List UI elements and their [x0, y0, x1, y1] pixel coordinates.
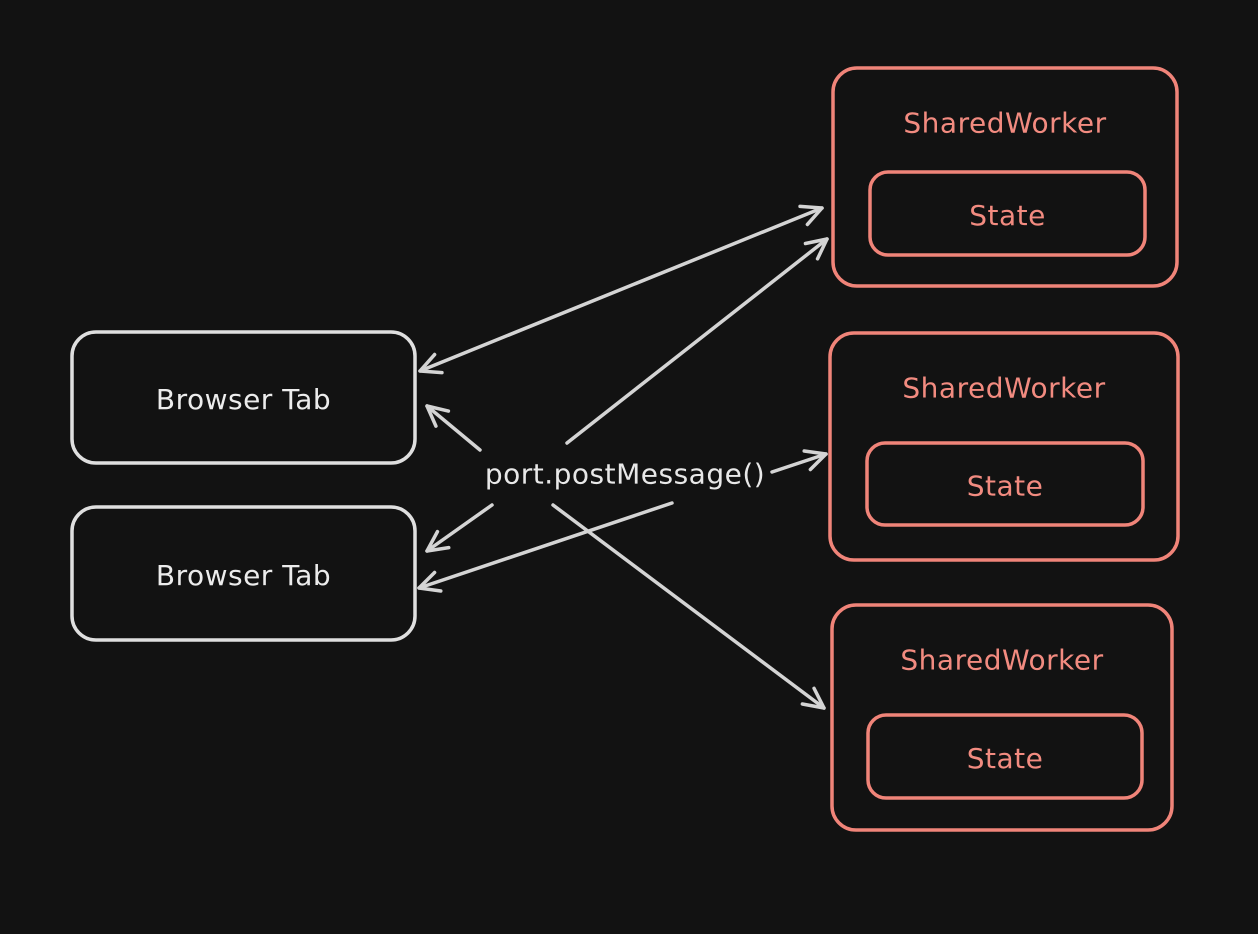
edge-line-label-to-tab1[interactable]: [425, 404, 482, 452]
node-box-browser-tab-1[interactable]: [70, 330, 417, 465]
edge-label-to-tab2-upper[interactable]: [425, 503, 494, 553]
edge-label-to-tab1[interactable]: [425, 404, 482, 452]
edge-label-to-tab2-lower[interactable]: [417, 501, 674, 593]
arrowhead-icon: [425, 529, 451, 553]
edge-line-label-to-worker3[interactable]: [551, 503, 826, 710]
edge-line-label-to-tab2-upper[interactable]: [425, 503, 494, 553]
node-label-browser-tab-2: Browser Tab: [156, 559, 331, 592]
node-label-shared-worker-1: SharedWorker: [903, 107, 1106, 140]
state-box-shared-worker-1[interactable]: [868, 170, 1147, 257]
node-box-shared-worker-3[interactable]: [830, 603, 1174, 832]
state-label-shared-worker-2: State: [967, 470, 1044, 503]
node-box-browser-tab-2[interactable]: [70, 505, 417, 642]
edge-worker1-tab1[interactable]: [418, 204, 824, 375]
arrowhead-icon: [425, 404, 451, 428]
node-browser-tab-1[interactable]: Browser Tab: [70, 330, 417, 465]
edge-label-to-worker2[interactable]: [770, 449, 828, 474]
arrowhead-icon: [418, 352, 444, 375]
edge-label-to-worker1[interactable]: [565, 237, 829, 445]
edge-label-to-worker3[interactable]: [551, 503, 826, 710]
node-label-browser-tab-1: Browser Tab: [156, 383, 331, 416]
edge-line-worker1-tab1[interactable]: [418, 206, 824, 373]
arrowhead-icon: [417, 570, 443, 593]
edge-line-label-to-worker1[interactable]: [565, 237, 829, 445]
arrowhead-icon: [800, 686, 826, 710]
node-label-shared-worker-2: SharedWorker: [902, 372, 1105, 405]
arrowhead-icon: [802, 449, 828, 472]
state-box-shared-worker-2[interactable]: [865, 441, 1145, 527]
state-label-shared-worker-1: State: [969, 199, 1046, 232]
node-browser-tab-2[interactable]: Browser Tab: [70, 505, 417, 642]
node-label-shared-worker-3: SharedWorker: [900, 644, 1103, 677]
edge-line-label-to-tab2-lower[interactable]: [417, 501, 674, 590]
state-box-shared-worker-3[interactable]: [866, 713, 1144, 800]
node-box-shared-worker-1[interactable]: [831, 66, 1179, 288]
arrowhead-icon: [803, 237, 829, 261]
node-box-shared-worker-2[interactable]: [828, 331, 1180, 562]
state-label-shared-worker-3: State: [967, 742, 1044, 775]
edge-line-label-to-worker2[interactable]: [770, 452, 828, 474]
arrowhead-icon: [798, 204, 824, 227]
label-port-postmessage: port.postMessage(): [485, 458, 765, 491]
